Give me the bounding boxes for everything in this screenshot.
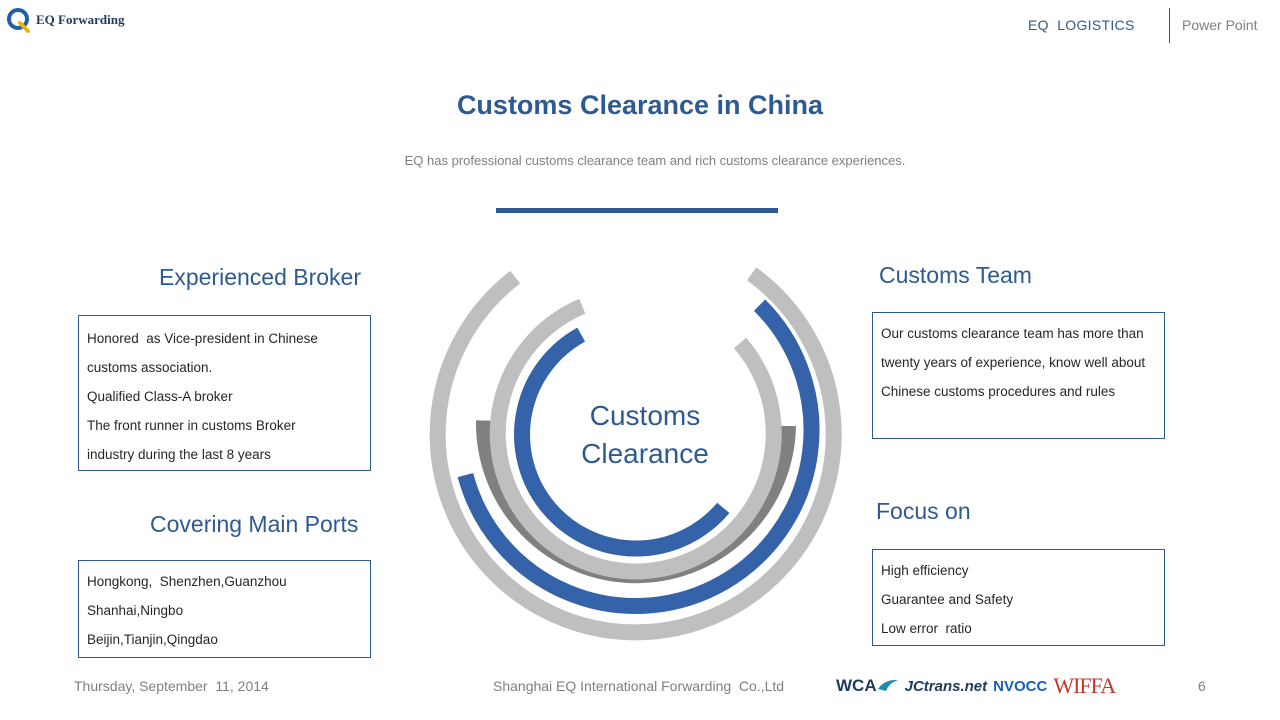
title-underline <box>496 208 778 213</box>
box-covering-main-ports: Hongkong, Shenzhen,Guanzhou Shanhai,Ning… <box>78 560 371 658</box>
box-focus-on: High efficiency Guarantee and Safety Low… <box>872 549 1165 646</box>
wca-logo-text: WCA <box>836 676 877 695</box>
logo-text: EQ Forwarding <box>36 12 125 27</box>
header-divider <box>1169 8 1170 43</box>
wca-bird-icon <box>877 679 898 691</box>
team-text: Our customs clearance team has more than… <box>881 326 1146 399</box>
heading-experienced-broker: Experienced Broker <box>159 264 361 290</box>
arc-inner-gray <box>489 298 782 580</box>
concentric-arcs-diagram <box>429 267 842 641</box>
broker-line: industry during the last 8 years <box>87 447 271 462</box>
partner-logos: WCA JCtrans.net NVOCC WIFFA <box>836 666 1116 706</box>
broker-line: Qualified Class-A broker <box>87 389 233 404</box>
heading-customs-team: Customs Team <box>879 262 1032 288</box>
jctrans-logo: JCtrans.net <box>905 678 988 695</box>
ports-line: Hongkong, Shenzhen,Guanzhou <box>87 574 287 589</box>
broker-line: Honored as Vice-president in Chinese <box>87 331 318 346</box>
arc-large-blue <box>457 299 820 615</box>
center-label-line2: Clearance <box>581 438 709 469</box>
nvocc-logo: NVOCC <box>993 678 1047 695</box>
diagram-center-label: Customs Clearance <box>545 397 745 473</box>
jctrans-logo-text: JCtrans.net <box>904 677 988 695</box>
footer-date: Thursday, September 11, 2014 <box>74 678 269 694</box>
broker-line: customs association. <box>87 360 213 375</box>
wca-logo: WCA <box>836 676 899 696</box>
wiffa-logo: WIFFA <box>1053 673 1116 699</box>
footer-company: Shanghai EQ International Forwarding Co.… <box>493 678 785 694</box>
header-label-powerpoint: Power Point <box>1182 17 1258 33</box>
ports-line: Beijin,Tianjin,Qingdao <box>87 632 218 647</box>
arc-inner-blue <box>514 327 730 557</box>
company-logo: EQ Forwarding <box>6 6 124 34</box>
nvocc-logo-text: NVOCC <box>993 677 1048 695</box>
box-experienced-broker: Honored as Vice-president in Chinese cus… <box>78 315 371 471</box>
arc-outer-gray <box>429 267 842 641</box>
slide-title: Customs Clearance in China <box>456 90 824 120</box>
ports-line: Shanhai,Ningbo <box>87 603 184 618</box>
center-label-line1: Customs <box>589 400 701 431</box>
broker-line: The front runner in customs Broker <box>87 418 296 433</box>
page-number: 6 <box>1198 678 1206 694</box>
header-label-logistics: EQ LOGISTICS <box>1028 17 1135 33</box>
focus-line: High efficiency <box>881 563 969 578</box>
eq-logo-icon <box>7 8 30 33</box>
box-customs-team: Our customs clearance team has more than… <box>872 312 1165 439</box>
wiffa-logo-text: WIFFA <box>1053 673 1116 698</box>
slide-subtitle: EQ has professional customs clearance te… <box>404 153 906 168</box>
heading-covering-main-ports: Covering Main Ports <box>150 511 359 537</box>
heading-focus-on: Focus on <box>876 498 971 524</box>
focus-line: Low error ratio <box>881 621 972 636</box>
focus-line: Guarantee and Safety <box>881 592 1014 607</box>
